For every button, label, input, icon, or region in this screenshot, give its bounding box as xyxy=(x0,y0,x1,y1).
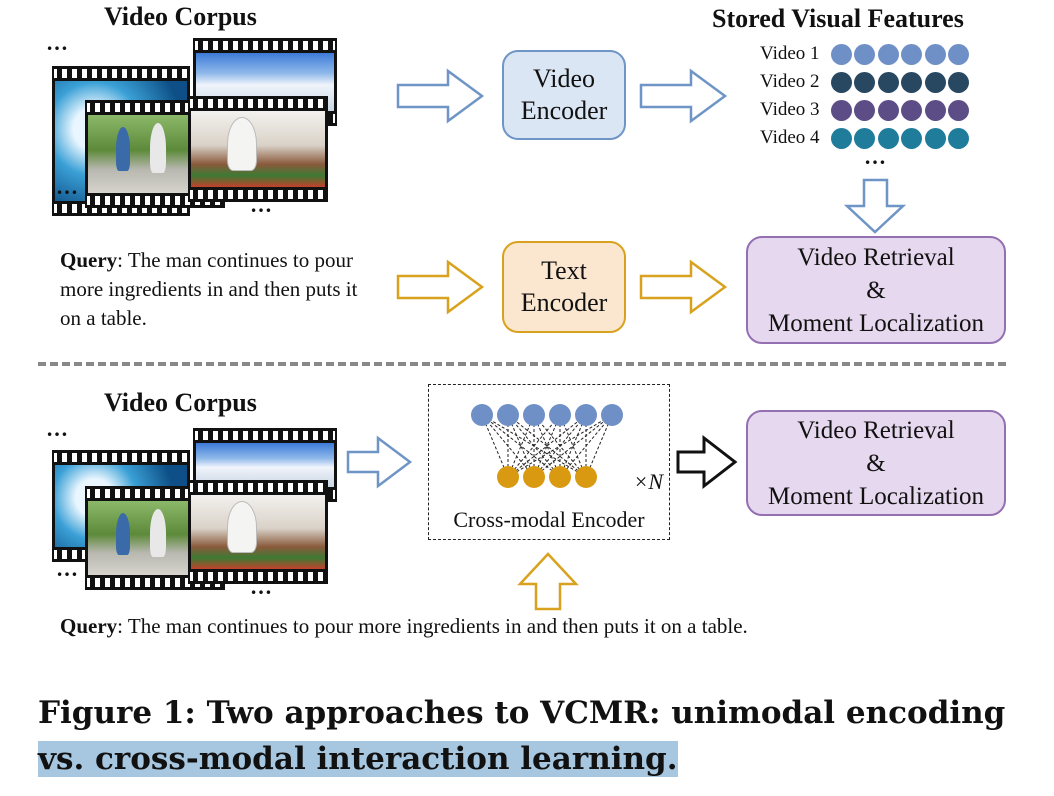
attention-link xyxy=(481,414,535,478)
video-encoder-box: Video Encoder xyxy=(502,50,626,140)
attention-link xyxy=(559,414,587,478)
caption-part1: Figure 1: Two approaches to VCMR: unimod… xyxy=(38,695,1006,731)
feature-dot xyxy=(901,71,922,93)
attention-link xyxy=(533,414,613,478)
top-corpus-title: Video Corpus xyxy=(104,2,257,31)
feature-dot xyxy=(830,43,852,65)
feature-dot xyxy=(854,127,875,149)
hollow-arrow-down xyxy=(843,178,907,234)
hollow-arrow-right xyxy=(639,259,728,315)
ellipsis: … xyxy=(46,30,69,55)
video-frame-cooking xyxy=(188,480,328,584)
feature-dot xyxy=(830,127,852,149)
text-token-node xyxy=(575,466,597,488)
feature-dot xyxy=(924,71,946,93)
video-token-node xyxy=(575,404,597,426)
feature-row: Video 2 xyxy=(760,70,969,94)
attention-link xyxy=(507,414,587,478)
bottom-corpus-title: Video Corpus xyxy=(104,388,257,417)
video-token-node xyxy=(523,404,545,426)
feature-dot xyxy=(948,127,969,149)
bottom-arrows xyxy=(346,434,738,611)
attention-link xyxy=(481,414,561,478)
ellipsis: … xyxy=(864,144,887,169)
video-token-node xyxy=(601,404,623,426)
attention-link xyxy=(585,414,613,478)
feature-dot xyxy=(877,43,899,65)
top-arrows xyxy=(396,68,907,315)
feature-row: Video 1 xyxy=(760,42,969,66)
feature-dot xyxy=(924,127,946,149)
hollow-arrow-right xyxy=(676,434,738,490)
feature-label: Video 3 xyxy=(760,99,820,120)
text-token-node xyxy=(497,466,519,488)
video-token-node xyxy=(497,404,519,426)
attention-link xyxy=(481,414,587,478)
feature-dot xyxy=(877,99,899,121)
feature-dot xyxy=(854,99,875,121)
feature-dot xyxy=(877,127,899,149)
feature-dot xyxy=(948,71,969,93)
hollow-arrow-right xyxy=(396,259,485,315)
ellipsis: … xyxy=(250,574,273,599)
feature-dot xyxy=(948,99,969,121)
feature-row: Video 4 xyxy=(760,126,969,150)
hollow-arrow-right xyxy=(396,68,485,124)
feature-label: Video 1 xyxy=(760,43,820,64)
attention-link xyxy=(533,414,587,478)
feature-dot xyxy=(877,71,899,93)
feature-label: Video 4 xyxy=(760,127,820,148)
ellipsis: … xyxy=(250,192,273,217)
text-token-node xyxy=(523,466,545,488)
ellipsis: … xyxy=(46,416,69,441)
cross-modal-label: Cross-modal Encoder xyxy=(453,507,645,532)
video-token-node xyxy=(549,404,571,426)
feature-dot xyxy=(901,99,922,121)
feature-label: Video 2 xyxy=(760,71,820,92)
video-frame-cooking xyxy=(188,96,328,202)
hollow-arrow-up xyxy=(517,552,579,611)
stored-features-title: Stored Visual Features xyxy=(712,4,964,33)
attention-link xyxy=(507,414,535,478)
caption-highlight: vs. cross-modal interaction learning. xyxy=(38,741,678,777)
query-label: Query xyxy=(60,248,118,272)
feature-dot xyxy=(830,71,852,93)
feature-dot xyxy=(830,99,852,121)
cross-modal-encoder-box: ×N Cross-modal Encoder xyxy=(428,384,670,540)
video-token-node xyxy=(471,404,493,426)
feature-row: Video 3 xyxy=(760,98,969,122)
query-text: : The man continues to pour more ingredi… xyxy=(60,248,358,330)
feature-dot xyxy=(924,43,946,65)
feature-dot xyxy=(901,127,922,149)
text-token-node xyxy=(549,466,571,488)
attention-link xyxy=(559,414,587,478)
feature-dot xyxy=(948,43,969,65)
times-n-label: ×N xyxy=(633,469,663,494)
section-divider xyxy=(38,362,1006,366)
text-encoder-box: Text Encoder xyxy=(502,241,626,333)
ellipsis: … xyxy=(56,174,79,199)
query-text: : The man continues to pour more ingredi… xyxy=(117,614,748,638)
feature-dot xyxy=(924,99,946,121)
attention-link xyxy=(533,414,561,478)
top-query: Query: The man continues to pour more in… xyxy=(60,246,360,333)
figure-caption: Figure 1: Two approaches to VCMR: unimod… xyxy=(38,690,1038,782)
bottom-query: Query: The man continues to pour more in… xyxy=(60,612,1020,641)
top-retrieval-box: Video Retrieval & Moment Localization xyxy=(746,236,1006,344)
feature-dot xyxy=(854,71,875,93)
cross-modal-network xyxy=(471,404,623,488)
feature-dot xyxy=(901,43,922,65)
attention-link xyxy=(533,414,561,478)
ellipsis: … xyxy=(56,556,79,581)
attention-link xyxy=(507,414,535,478)
attention-link xyxy=(507,414,587,478)
feature-dot xyxy=(854,43,875,65)
attention-link xyxy=(481,414,509,478)
hollow-arrow-right xyxy=(346,435,413,489)
query-label: Query xyxy=(60,614,118,638)
hollow-arrow-right xyxy=(639,68,728,124)
bottom-retrieval-box: Video Retrieval & Moment Localization xyxy=(746,410,1006,516)
